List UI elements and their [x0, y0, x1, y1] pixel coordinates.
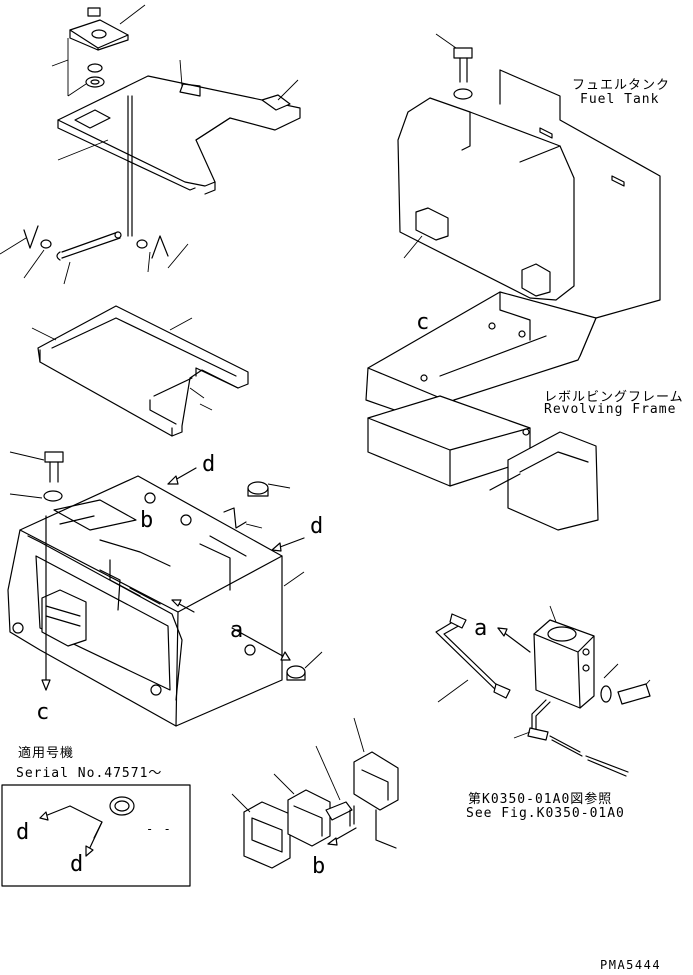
work-lamp [231, 717, 399, 869]
box-bolt [44, 451, 64, 463]
callout-d-right: d [310, 514, 324, 539]
revolving-frame-en-label: Revolving Frame [544, 402, 677, 417]
tank-bolt [453, 47, 473, 59]
callout-a-box: a [230, 618, 244, 643]
callout-d-detail-left: d [16, 820, 30, 845]
cap-bolt [87, 7, 101, 17]
fuel-tank-en-label: Fuel Tank [580, 92, 660, 107]
grommet [286, 665, 306, 679]
tank-washer [453, 88, 473, 100]
box-handle [41, 589, 87, 647]
square-cap [69, 19, 129, 49]
callout-b-lamp: b [312, 854, 326, 879]
filter-washer [600, 685, 612, 703]
filter-bolt [617, 683, 651, 705]
callout-d-top: d [202, 452, 216, 477]
box-clip [223, 507, 247, 529]
callout-c-tank: c [416, 310, 430, 335]
cover-plate [57, 75, 301, 187]
see-fig-jp-label: 第K0350-01A0図参照 [468, 792, 613, 807]
detail-box [1, 784, 191, 887]
fuel-tank [397, 33, 661, 371]
lamp-gasket [243, 801, 291, 869]
revolving-frame [365, 291, 599, 531]
revolving-frame-jp-label: レボルビングフレーム [544, 390, 684, 405]
cover-plate-assembly [0, 4, 301, 285]
dash-mark: - - [146, 822, 173, 836]
lamp-head [353, 751, 399, 811]
callout-d-detail-bottom: d [70, 852, 84, 877]
u-frame [31, 305, 249, 437]
callout-a-filter: a [474, 616, 488, 641]
page-code: PMA5444 [600, 958, 662, 972]
callout-b-box: b [140, 508, 154, 533]
fuel-tank-jp-label: フュエルタンク [572, 78, 671, 93]
detail-grommet [109, 796, 135, 816]
see-fig-en-label: See Fig.K0350-01A0 [466, 806, 625, 821]
tool-box [7, 451, 323, 727]
serial-en-label: Serial No.47571～ [16, 766, 163, 781]
washer [85, 76, 105, 88]
grommet [247, 481, 269, 495]
lamp-body [287, 789, 331, 847]
callout-c-box: c [36, 700, 50, 725]
box-washer [43, 490, 63, 502]
serial-jp-label: 適用号機 [18, 746, 75, 761]
washer [87, 63, 103, 73]
fuel-filter [435, 605, 651, 777]
hinge-pin [61, 231, 121, 259]
